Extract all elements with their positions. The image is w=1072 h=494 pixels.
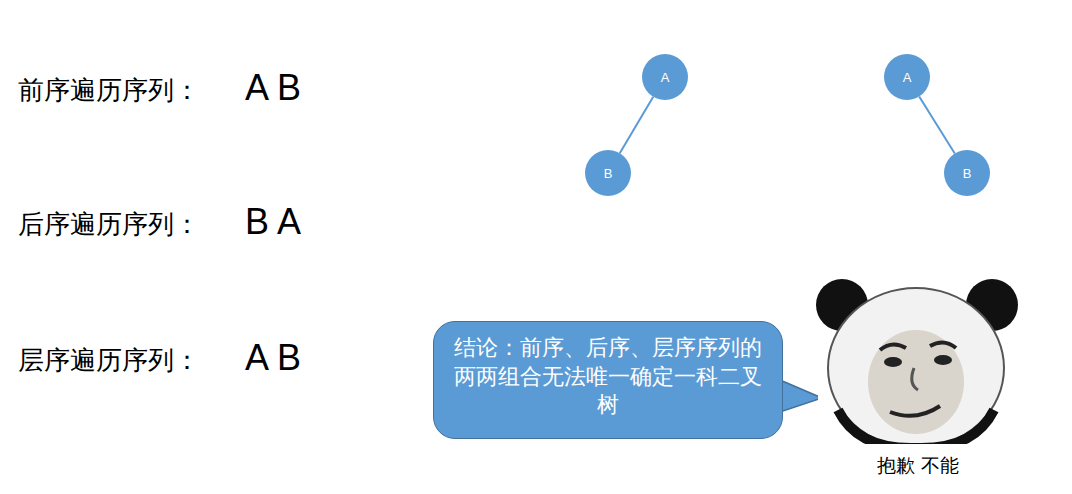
node-letter: A [903,70,912,85]
sequence-value: B A [245,201,301,243]
sequence-name: 前序遍历序列： [18,73,200,108]
panda-face [816,276,1018,490]
sequence-value: A B [245,67,301,109]
sequence-name: 层序遍历序列： [18,343,200,378]
tree-node: B [585,150,631,196]
sequence-name: 后序遍历序列： [18,207,200,242]
tree-node: A [642,54,688,100]
tree-edge [919,97,955,154]
tree-node: A [884,54,930,100]
meme-caption: 抱歉 不能 [877,453,959,479]
speech-bubble: 结论：前序、后序、层序序列的两两组合无法唯一确定一科二叉树 [433,321,783,439]
conclusion-text: 结论：前序、后序、层序序列的两两组合无法唯一确定一科二叉树 [450,334,766,420]
node-letter: A [661,70,670,85]
tree-edge [620,97,654,153]
node-letter: B [604,166,613,181]
sequence-value: A B [245,337,301,379]
tree-node: B [944,150,990,196]
node-letter: B [963,166,972,181]
bubble-tail [780,380,822,412]
